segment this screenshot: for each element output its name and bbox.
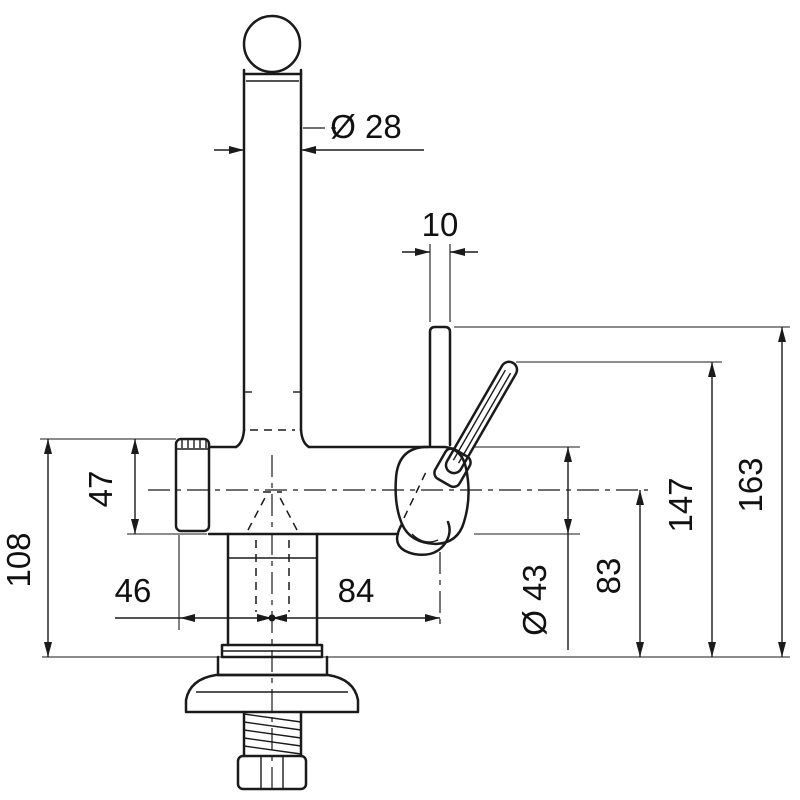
dim-label-spout-diameter: Ø 28 [330, 108, 402, 145]
dim-label-body-height: 108 [0, 532, 37, 587]
dimension-total-height: 163 [454, 326, 790, 657]
arrowhead [131, 519, 139, 534]
dimension-lever-tip-height: 147 [516, 361, 722, 657]
dim-label-handle-stem-width: 10 [422, 206, 459, 243]
arrowhead [564, 447, 572, 462]
dimension-offsets-chain: 46 84 [115, 535, 440, 630]
dimension-body-diameter: Ø 43 [474, 446, 580, 650]
dimension-cartridge-height: 47 [82, 439, 207, 535]
dimension-body-height: 108 [0, 438, 176, 657]
arrowhead [180, 614, 195, 622]
arrowhead [425, 614, 440, 622]
dim-label-lever-tip-height: 147 [662, 477, 699, 532]
dimension-spout-diameter: Ø 28 [214, 108, 424, 154]
dim-label-outlet-center-height: 83 [590, 558, 627, 595]
arrowhead [44, 439, 52, 454]
handle-lever [433, 360, 519, 489]
filter-knob-knurl [181, 440, 207, 448]
arrowhead [272, 614, 287, 622]
outlet-pipe [428, 325, 452, 447]
arrowhead [564, 519, 572, 534]
valve-housing [394, 445, 470, 546]
arrowhead [708, 362, 716, 377]
arrowhead [301, 146, 316, 154]
arrowhead [708, 642, 716, 657]
arrowhead [131, 439, 139, 454]
centerlines [148, 127, 648, 793]
arrowhead [415, 248, 430, 256]
dim-label-body-diameter: Ø 43 [516, 564, 553, 636]
hidden-detail-lines [247, 429, 427, 612]
dimension-handle-stem-width: 10 [402, 206, 478, 322]
handle-lever-bar [444, 360, 519, 475]
valve-wedge [395, 520, 451, 556]
arrowhead [229, 146, 244, 154]
arrowhead [778, 327, 786, 342]
arrowhead [778, 642, 786, 657]
arrowhead [636, 490, 644, 505]
filter-knob [174, 437, 211, 533]
dim-label-handle-offset: 84 [338, 572, 375, 609]
spout-head [242, 14, 302, 74]
arrowhead [257, 614, 272, 622]
arrowhead [44, 642, 52, 657]
arrowhead [636, 642, 644, 657]
dim-label-left-knob-offset: 46 [115, 572, 152, 609]
escutcheon-plate [184, 673, 360, 714]
dim-label-total-height: 163 [732, 457, 769, 512]
dimension-outlet-center-height: 83 [590, 490, 644, 657]
dim-label-cartridge-height: 47 [82, 471, 119, 508]
arrowhead [450, 248, 465, 256]
handle-collar [433, 447, 472, 489]
